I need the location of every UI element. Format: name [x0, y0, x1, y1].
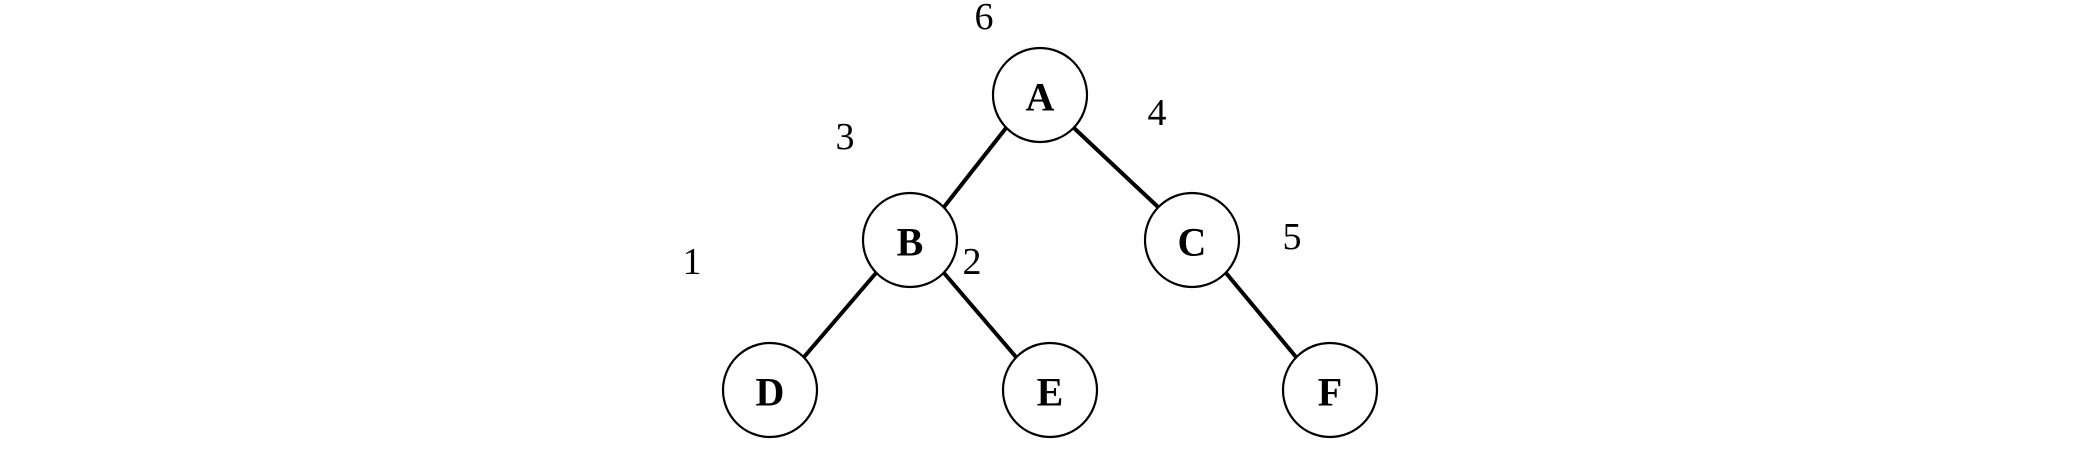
node-f-label: F	[1318, 370, 1342, 415]
node-a-circle[interactable]	[991, 46, 1089, 144]
node-d-circle[interactable]	[721, 341, 819, 439]
node-f[interactable]: F	[1281, 341, 1379, 439]
node-e-label: E	[1037, 370, 1064, 415]
weight-label-b-e: 2	[963, 241, 982, 283]
node-c-label: C	[1178, 220, 1207, 265]
node-f-circle[interactable]	[1281, 341, 1379, 439]
node-b-circle[interactable]	[861, 191, 959, 289]
edge-a-b	[942, 126, 1008, 209]
node-c[interactable]: C	[1143, 191, 1241, 289]
node-e[interactable]: E	[1001, 341, 1099, 439]
weight-label-a-b: 3	[836, 116, 855, 158]
edge-a-c	[1072, 126, 1160, 209]
node-d[interactable]: D	[721, 341, 819, 439]
node-c-circle[interactable]	[1143, 191, 1241, 289]
edge-group	[802, 126, 1298, 359]
weight-label-c-f: 5	[1283, 216, 1302, 258]
node-d-label: D	[756, 370, 785, 415]
weight-label-root: 6	[975, 0, 994, 38]
edge-b-e	[942, 271, 1018, 359]
weight-label-group: 6 3 4 1 2 5	[683, 0, 1302, 283]
edge-b-d	[802, 271, 878, 359]
node-e-circle[interactable]	[1001, 341, 1099, 439]
node-b[interactable]: B	[861, 191, 959, 289]
edge-c-f	[1224, 271, 1298, 359]
node-group: A B C D E F	[721, 46, 1379, 439]
node-a-label: A	[1026, 75, 1055, 120]
node-b-label: B	[897, 220, 924, 265]
weight-label-b-d: 1	[683, 241, 702, 283]
node-a[interactable]: A	[991, 46, 1089, 144]
weight-label-a-c: 4	[1148, 92, 1167, 134]
